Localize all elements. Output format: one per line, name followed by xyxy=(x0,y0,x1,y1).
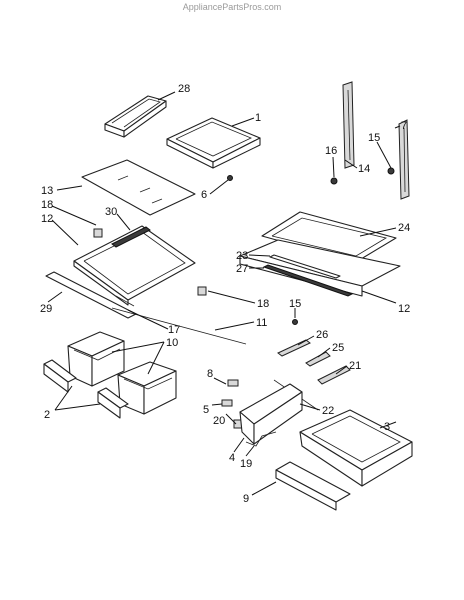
callout-17: 17 xyxy=(168,324,180,336)
callout-12-left: 12 xyxy=(41,213,53,225)
callout-18-lower: 18 xyxy=(257,298,269,310)
part-14-rail-left xyxy=(342,81,355,169)
part-2-drawer-front-right xyxy=(97,387,129,419)
callout-1: 1 xyxy=(255,112,261,124)
callout-3: 3 xyxy=(384,421,390,433)
callout-25: 25 xyxy=(332,342,344,354)
callout-12-right: 12 xyxy=(398,303,410,315)
watermark: AppliancePartsPros.com xyxy=(182,2,282,12)
callout-13: 13 xyxy=(41,185,53,197)
callout-4: 4 xyxy=(229,452,235,464)
part-1-shelf-frame xyxy=(166,117,261,169)
part-23-trim xyxy=(269,254,341,279)
part-6-screw xyxy=(227,175,233,181)
callout-23: 23 xyxy=(236,250,248,262)
callout-7: 7 xyxy=(401,120,407,132)
part-25-slide xyxy=(305,351,331,367)
part-15-screw-lower xyxy=(292,319,298,325)
callout-6: 6 xyxy=(201,189,207,201)
part-15-screw xyxy=(387,167,395,175)
part-17-pin xyxy=(115,295,135,307)
callout-labels: 28 1 7 15 16 14 13 6 18 30 12 24 23 27 2… xyxy=(40,83,410,505)
callout-24: 24 xyxy=(398,222,410,234)
callout-21: 21 xyxy=(349,360,361,372)
callout-8: 8 xyxy=(207,368,213,380)
callout-15-lower: 15 xyxy=(289,298,301,310)
leader-lines xyxy=(47,91,401,496)
callout-26: 26 xyxy=(316,329,328,341)
part-19-wire xyxy=(245,431,277,447)
part-9-cover xyxy=(275,461,351,511)
part-3-tray xyxy=(299,409,413,487)
part-7-rail-right xyxy=(398,119,410,200)
callout-18-upper: 18 xyxy=(41,199,53,211)
callout-9: 9 xyxy=(243,493,249,505)
part-8-clip xyxy=(227,379,239,387)
callout-5: 5 xyxy=(203,404,209,416)
part-18-bracket-lower xyxy=(197,286,207,296)
callout-28: 28 xyxy=(178,83,190,95)
callout-30: 30 xyxy=(105,206,117,218)
part-10-drawer-right xyxy=(117,361,177,415)
callout-27: 27 xyxy=(236,263,248,275)
callout-14: 14 xyxy=(358,163,370,175)
callout-11: 11 xyxy=(256,317,267,329)
part-11-rod xyxy=(111,307,247,345)
part-16-screw xyxy=(330,177,338,185)
part-4-housing xyxy=(239,383,303,445)
part-13-glass-panel xyxy=(81,159,196,216)
part-30-center-rail xyxy=(111,226,151,248)
part-21-slide xyxy=(317,365,351,385)
callout-22: 22 xyxy=(322,405,334,417)
part-5-clip xyxy=(221,399,233,407)
callout-2: 2 xyxy=(44,409,50,421)
callout-29: 29 xyxy=(40,303,52,315)
callout-19: 19 xyxy=(240,458,252,470)
callout-16: 16 xyxy=(325,145,337,157)
part-27-strip xyxy=(262,264,354,297)
part-28-shelf-bin xyxy=(104,95,167,138)
callout-10: 10 xyxy=(166,337,178,349)
callout-20: 20 xyxy=(213,415,225,427)
part-26-slide xyxy=(277,339,311,357)
part-18-bracket-upper xyxy=(93,228,103,238)
callout-15-upper: 15 xyxy=(368,132,380,144)
